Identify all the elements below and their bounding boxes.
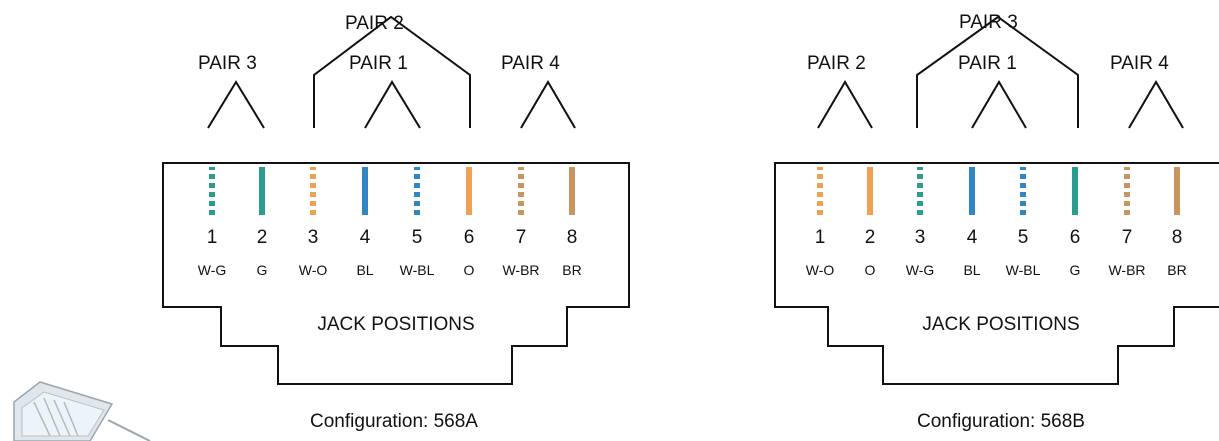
wire-8 <box>569 167 575 215</box>
wire-2 <box>867 167 873 215</box>
wire-3 <box>917 167 923 215</box>
pin-number: 4 <box>360 227 371 248</box>
pair-top-label: PAIR 2 <box>345 13 404 34</box>
pin-color-code: W-O <box>806 262 835 278</box>
rj45-plug-icon <box>13 381 151 441</box>
jack-outline <box>774 162 1219 385</box>
pin-color-code: BL <box>963 262 980 278</box>
pair-center-label: PAIR 1 <box>958 53 1017 74</box>
wire-4 <box>969 167 975 215</box>
pin-number: 7 <box>1122 227 1133 248</box>
wire-1 <box>817 167 823 215</box>
pair-left-label: PAIR 3 <box>198 53 257 74</box>
pair-right-label: PAIR 4 <box>501 53 560 74</box>
pin-color-code: O <box>865 262 876 278</box>
wire-7 <box>1124 167 1130 215</box>
pin-number: 7 <box>516 227 527 248</box>
wire-7 <box>518 167 524 215</box>
pin-color-code: G <box>257 262 268 278</box>
pin-color-code: W-BL <box>1006 262 1041 278</box>
pin-number: 5 <box>412 227 423 248</box>
pin-number: 6 <box>464 227 475 248</box>
pair-left-bracket <box>207 80 265 129</box>
configuration-label: Configuration: 568B <box>917 411 1085 432</box>
wire-6 <box>1072 167 1078 215</box>
pair-top-bracket <box>313 15 471 128</box>
jack-outline <box>162 162 630 385</box>
pair-left-bracket <box>817 80 873 129</box>
wire-6 <box>466 167 472 215</box>
pin-color-code: W-G <box>906 262 935 278</box>
wire-5 <box>1020 167 1026 215</box>
pin-number: 8 <box>1172 227 1183 248</box>
pin-number: 6 <box>1070 227 1081 248</box>
pin-color-code: BR <box>1167 262 1186 278</box>
pair-center-label: PAIR 1 <box>349 53 408 74</box>
pin-number: 1 <box>815 227 826 248</box>
pin-color-code: G <box>1070 262 1081 278</box>
pin-color-code: W-O <box>299 262 328 278</box>
jack-positions-label: JACK POSITIONS <box>317 314 474 335</box>
pin-number: 3 <box>308 227 319 248</box>
pair-right-bracket <box>520 80 576 129</box>
pin-color-code: W-G <box>198 262 227 278</box>
pin-color-code: W-BR <box>1108 262 1145 278</box>
pin-color-code: W-BL <box>400 262 435 278</box>
jack-568b: PAIR 3 PAIR 2 PAIR 1 PAIR 4 1 2 3 4 5 6 7 8 W-O… <box>774 12 1219 432</box>
jack-positions-label: JACK POSITIONS <box>922 314 1079 335</box>
pin-number: 4 <box>967 227 978 248</box>
pin-code-group: W-O O W-G BL W-BL G W-BR BR <box>806 262 1187 278</box>
pair-top-label: PAIR 3 <box>959 12 1018 33</box>
pin-number-group: 1 2 3 4 5 6 7 8 <box>207 227 578 248</box>
jack-568a: PAIR 2 PAIR 3 PAIR 1 PAIR 4 1 2 3 4 5 6 7 8 W-G… <box>162 13 630 432</box>
pair-right-bracket <box>1128 80 1184 129</box>
configuration-label: Configuration: 568A <box>310 411 478 432</box>
wire-group <box>817 167 1180 215</box>
pin-color-code: W-BR <box>502 262 539 278</box>
wire-8 <box>1174 167 1180 215</box>
pair-center-bracket <box>971 80 1027 129</box>
pair-right-label: PAIR 4 <box>1110 53 1169 74</box>
pair-left-label: PAIR 2 <box>807 53 866 74</box>
pin-color-code: BR <box>562 262 581 278</box>
wire-1 <box>209 167 215 215</box>
pin-number: 5 <box>1018 227 1029 248</box>
pin-number: 2 <box>257 227 268 248</box>
wire-group <box>209 167 575 215</box>
pin-number-group: 1 2 3 4 5 6 7 8 <box>815 227 1183 248</box>
wire-4 <box>362 167 368 215</box>
wire-2 <box>259 167 265 215</box>
pin-number: 3 <box>915 227 926 248</box>
pin-code-group: W-G G W-O BL W-BL O W-BR BR <box>198 262 582 278</box>
wire-3 <box>310 167 316 215</box>
pin-color-code: BL <box>356 262 373 278</box>
wire-5 <box>414 167 420 215</box>
pair-center-bracket <box>364 80 421 129</box>
pin-number: 2 <box>865 227 876 248</box>
pin-number: 8 <box>567 227 578 248</box>
pin-color-code: O <box>464 262 475 278</box>
pin-number: 1 <box>207 227 218 248</box>
pair-top-bracket <box>916 15 1079 128</box>
